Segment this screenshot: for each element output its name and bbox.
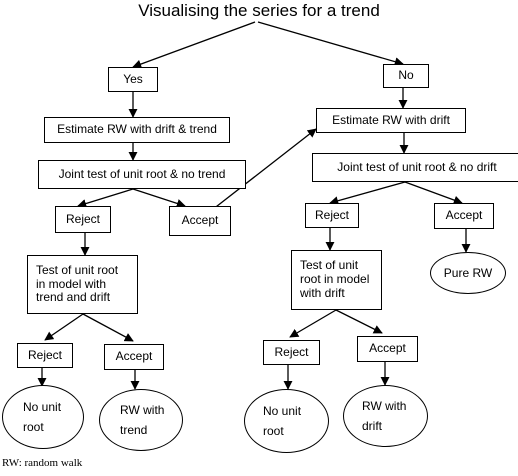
node-reject-left-left: Reject: [17, 343, 73, 368]
edge-joint-trend-reject: [77, 188, 134, 208]
edge-unit-root-trend-reject: [44, 313, 84, 341]
node-pure-rw: Pure RW: [430, 252, 506, 294]
node-unit-root-trend-drift: Test of unit root in model with trend an…: [27, 255, 138, 314]
node-no: No: [383, 64, 429, 88]
edge-unit-root-drift-accept: [335, 309, 383, 334]
node-estimate-rw-drift: Estimate RW with drift: [316, 108, 466, 133]
node-accept-left-right: Accept: [104, 344, 164, 370]
edge-accept-left-estimate-drift: [211, 128, 317, 211]
footnote: RW: random walk: [2, 457, 83, 469]
edge-joint-drift-reject: [329, 181, 406, 206]
node-no-unit-root-left: No unit root: [2, 385, 84, 449]
node-no-unit-root-right: No unit root: [244, 389, 329, 453]
node-reject-left: Reject: [55, 206, 111, 233]
node-rw-with-trend: RW with trend: [99, 389, 183, 451]
node-reject-right-left: Reject: [263, 340, 320, 365]
node-estimate-rw-drift-trend: Estimate RW with drift & trend: [44, 117, 230, 143]
edge-joint-drift-accept: [404, 181, 463, 205]
edge-title-yes: [132, 21, 256, 69]
edge-joint-trend-accept: [132, 188, 186, 208]
node-accept-left: Accept: [169, 206, 231, 236]
diagram-title: Visualising the series for a trend: [138, 1, 380, 20]
node-yes: Yes: [108, 67, 158, 92]
node-joint-test-no-drift: Joint test of unit root & no drift: [312, 153, 518, 182]
node-accept-right: Accept: [434, 203, 494, 229]
node-joint-test-no-trend: Joint test of unit root & no trend: [38, 160, 246, 189]
node-rw-with-drift: RW with drift: [343, 385, 428, 447]
edge-unit-root-drift-reject: [289, 309, 337, 338]
edge-unit-root-trend-accept: [82, 313, 134, 342]
node-accept-right-right: Accept: [357, 336, 418, 362]
node-unit-root-drift: Test of unit root in model with drift: [291, 250, 382, 310]
node-reject-right: Reject: [305, 203, 359, 228]
edge-title-no: [257, 21, 404, 67]
